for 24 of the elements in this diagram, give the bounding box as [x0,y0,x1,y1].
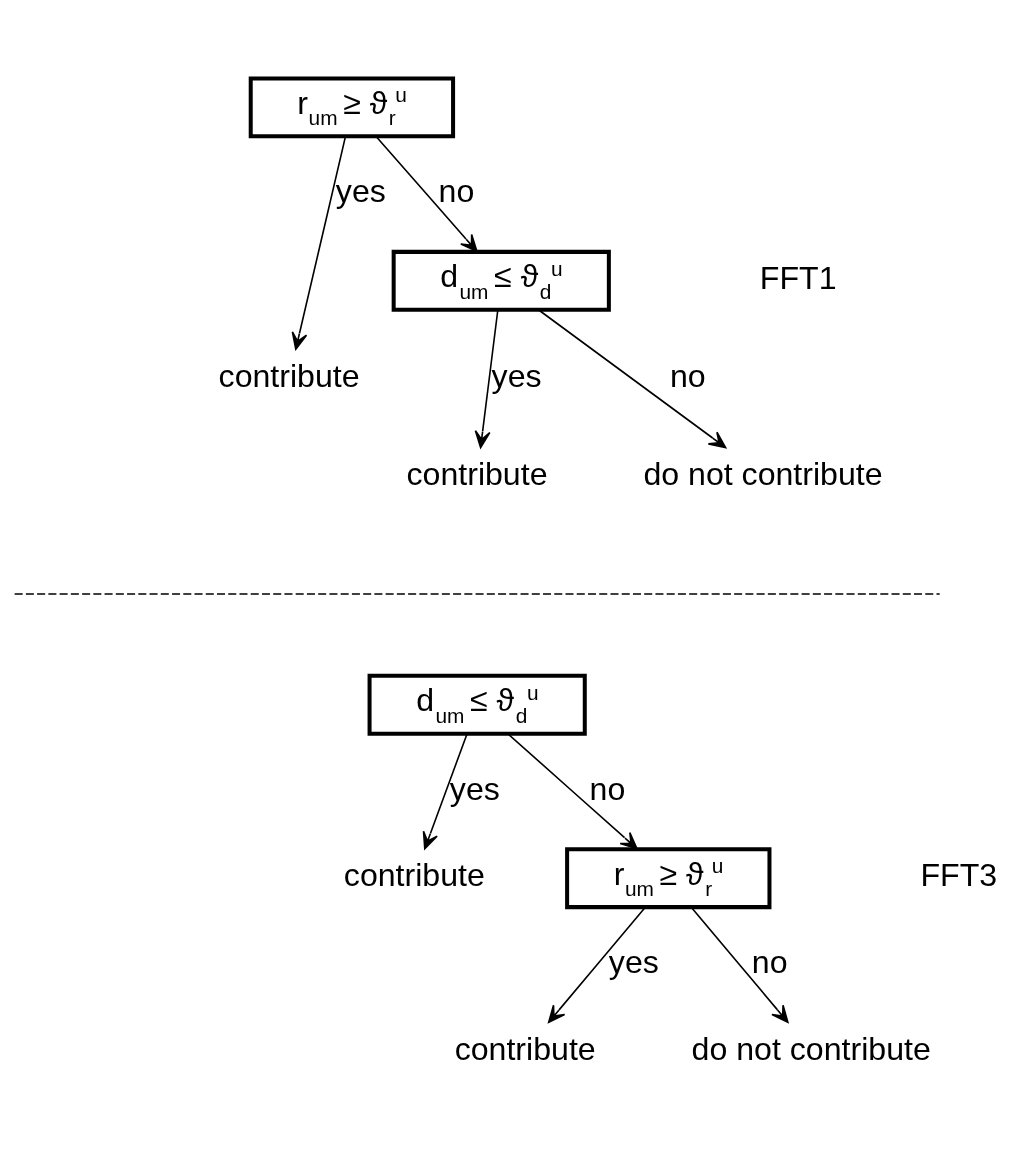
label: FFT1 [759,259,837,296]
edge-label: no [438,173,475,210]
edge-label: no [589,770,626,807]
arrow [422,732,468,850]
edge-label: no [751,943,788,980]
edge-label: yes [449,770,500,807]
arrow [507,732,638,850]
arrow [547,906,647,1023]
node-text: do not contribute [691,1030,931,1067]
node-text: contribute [343,857,485,894]
edge-label: yes [491,357,542,394]
node-text: do not contribute [643,455,883,492]
arrow [537,309,727,449]
arrow [690,906,789,1023]
label: FFT3 [920,857,998,894]
arrow [291,135,347,350]
node-text: contribute [218,357,360,394]
edge-label: yes [608,943,659,980]
arrow [474,309,499,449]
edge-label: yes [335,173,386,210]
arrow [375,135,478,253]
node-text: contribute [406,455,548,492]
node-text: contribute [454,1030,596,1067]
edge-label: no [669,357,706,394]
